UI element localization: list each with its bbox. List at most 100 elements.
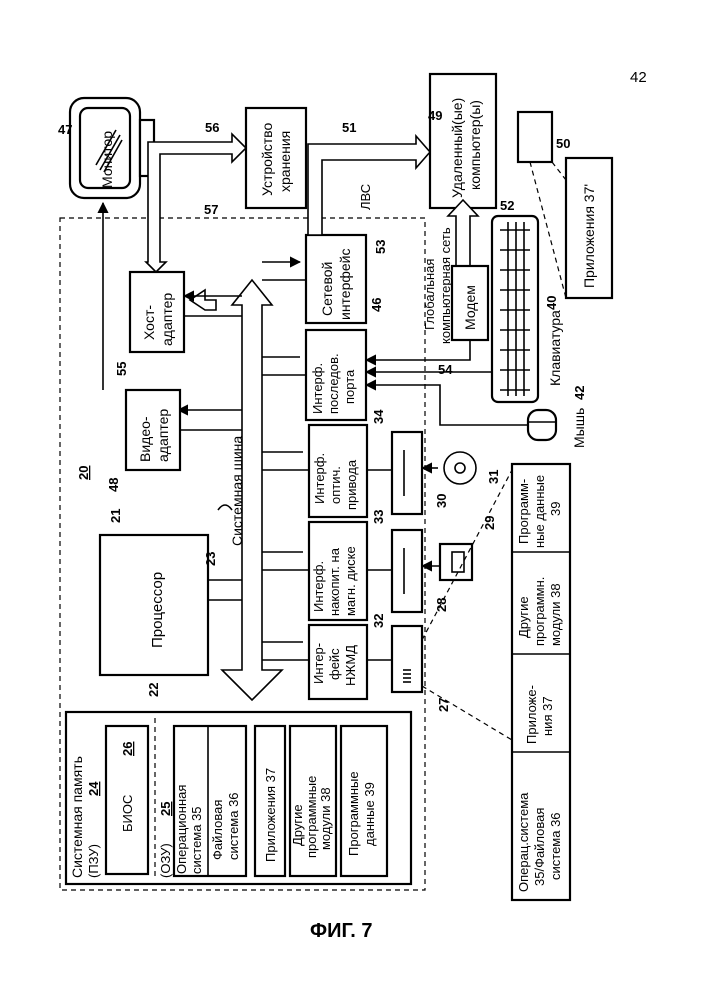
modem-label: Модем <box>462 285 478 330</box>
system-bus-label: Системная шина <box>229 436 245 546</box>
hdd-modules-line-2: программн. <box>532 577 547 646</box>
floppy-disk-ref: 29 <box>482 516 497 530</box>
net-line-1: Сетевой <box>319 262 335 316</box>
hdd-apps-line-1: Приложе- <box>524 685 539 744</box>
hdd-data-line-2: ные данные <box>532 475 547 548</box>
processor-label: Процессор <box>149 572 166 648</box>
magnetic-line-3: магн. диске <box>343 546 358 616</box>
video-adapter-line-2: адаптер <box>155 409 171 462</box>
mouse-ref: 42 <box>572 386 587 400</box>
hdd-osfs-line-3: система 36 <box>548 812 563 880</box>
serial-line-3: порта <box>342 369 357 404</box>
monitor-ref: 47 <box>58 122 72 137</box>
page-number: 42 <box>630 69 647 86</box>
monitor: Монитор <box>70 98 154 198</box>
host-adapter-line-2: адаптер <box>159 293 175 346</box>
hdd-line-3: НЖМД <box>343 645 358 686</box>
hdd-modules-line-3: модули 38 <box>548 583 563 646</box>
system-memory-title: Системная память <box>69 756 85 878</box>
optical-line-2: оптич. <box>328 466 343 504</box>
rotated-drawing: Системная память (ПЗУ) 24 БИОС 26 (ОЗУ) … <box>58 74 612 900</box>
magnetic-line-1: Интерф. <box>311 561 326 612</box>
video-adapter-box <box>126 390 180 470</box>
hard-disk <box>392 626 422 692</box>
os-line-2: система 35 <box>189 806 204 874</box>
hdd-osfs-line-2: 35/Файловая <box>532 808 547 886</box>
mouse: Мышь <box>528 408 587 448</box>
memory-ref: 22 <box>146 683 161 697</box>
data-line-2: данные 39 <box>362 782 377 846</box>
ram-label: (ОЗУ) <box>158 843 173 878</box>
floppy-drive-ref: 28 <box>434 598 449 612</box>
hdd-modules-line-1: Другие <box>516 596 531 638</box>
os-line-1: Операционная <box>174 785 189 874</box>
wan-ref: 52 <box>500 198 514 213</box>
host-adapter-box <box>130 272 184 352</box>
serial-ref: 46 <box>369 298 384 312</box>
optical-interface: Интерф. оптич. привода <box>309 425 367 517</box>
keyboard-ref: 40 <box>544 296 559 310</box>
bus-branches <box>262 262 309 660</box>
hdd-data-line-3: 39 <box>548 502 563 516</box>
hdd-osfs-line-1: Операц.система <box>516 792 531 892</box>
bus-ref: 23 <box>203 552 218 566</box>
magnetic-interface: Интерф. накопит. на магн. диске <box>309 522 367 620</box>
wan-line-2: компьютерная сеть <box>438 227 453 344</box>
modules-line-1: Другие <box>290 804 305 846</box>
fs-line-1: Файловая <box>210 800 225 860</box>
remote-apps-label: Приложения 37' <box>581 184 597 288</box>
storage-arrow-ref: 56 <box>205 120 219 135</box>
storage-ref: 57 <box>204 202 218 217</box>
bios-label: БИОС <box>120 795 135 832</box>
data-line-1: Программные <box>346 771 361 856</box>
serial-line-2: последов. <box>326 353 341 414</box>
serial-port-interface: Интерф. последов. порта <box>306 330 366 420</box>
network-interface: Сетевой интерфейс <box>306 235 366 323</box>
remote-apps-ref: 50 <box>556 136 570 151</box>
fs-line-2: система 36 <box>226 792 241 860</box>
monitor-label: Монитор <box>99 131 115 188</box>
ram-ref: 25 <box>158 802 173 816</box>
hdd-data-line-1: Программ- <box>516 479 531 544</box>
storage-arrow <box>146 134 246 272</box>
system-bus <box>190 290 216 310</box>
magnetic-line-2: накопит. на <box>327 547 342 616</box>
figure-caption: ФИГ. 7 <box>310 920 373 942</box>
net-line-2: интерфейс <box>337 248 353 320</box>
wan-line-1: Глобальная <box>422 259 437 330</box>
hdd-line-2: фейс <box>327 648 342 680</box>
serial-line-1: Интерф. <box>310 363 325 414</box>
hdd-ref: 32 <box>371 614 386 628</box>
video-adapter-ref: 48 <box>106 478 121 492</box>
optical-drive-ref: 30 <box>434 494 449 508</box>
computer-ref: 20 <box>76 466 91 480</box>
hdd-disk-ref: 27 <box>436 698 451 712</box>
host-adapter-ref: 55 <box>114 362 129 376</box>
optical-ref: 34 <box>371 409 386 424</box>
remote-line-1: Удаленный(ые) <box>449 98 465 198</box>
optical-line-3: привода <box>344 459 359 510</box>
host-adapter-line-1: Хост- <box>141 305 157 340</box>
hdd-apps-line-2: ния 37 <box>540 696 555 736</box>
net-ref: 53 <box>373 240 388 254</box>
remote-ref: 49 <box>428 108 442 123</box>
rom-label: (ПЗУ) <box>86 844 101 878</box>
rom-ref: 24 <box>86 781 101 796</box>
video-adapter-line-1: Видео- <box>137 416 153 462</box>
optical-disk-ref: 31 <box>486 470 501 484</box>
optical-line-1: Интерф. <box>312 453 327 504</box>
keyboard-label: Клавиатура <box>547 310 563 386</box>
storage-box <box>246 108 306 208</box>
apps-label: Приложения 37 <box>263 768 278 862</box>
modules-line-3: модули 38 <box>318 787 333 850</box>
mouse-label: Мышь <box>571 408 587 448</box>
processor-ref: 21 <box>108 509 123 523</box>
lan-label: ЛВС <box>358 184 373 210</box>
system-memory: Системная память (ПЗУ) 24 БИОС 26 (ОЗУ) … <box>66 712 411 884</box>
modem-ref: 54 <box>438 362 453 377</box>
bios-ref: 26 <box>120 742 135 756</box>
hdd-interface: Интер- фейс НЖМД <box>309 625 367 699</box>
floppy-drive <box>392 530 472 612</box>
